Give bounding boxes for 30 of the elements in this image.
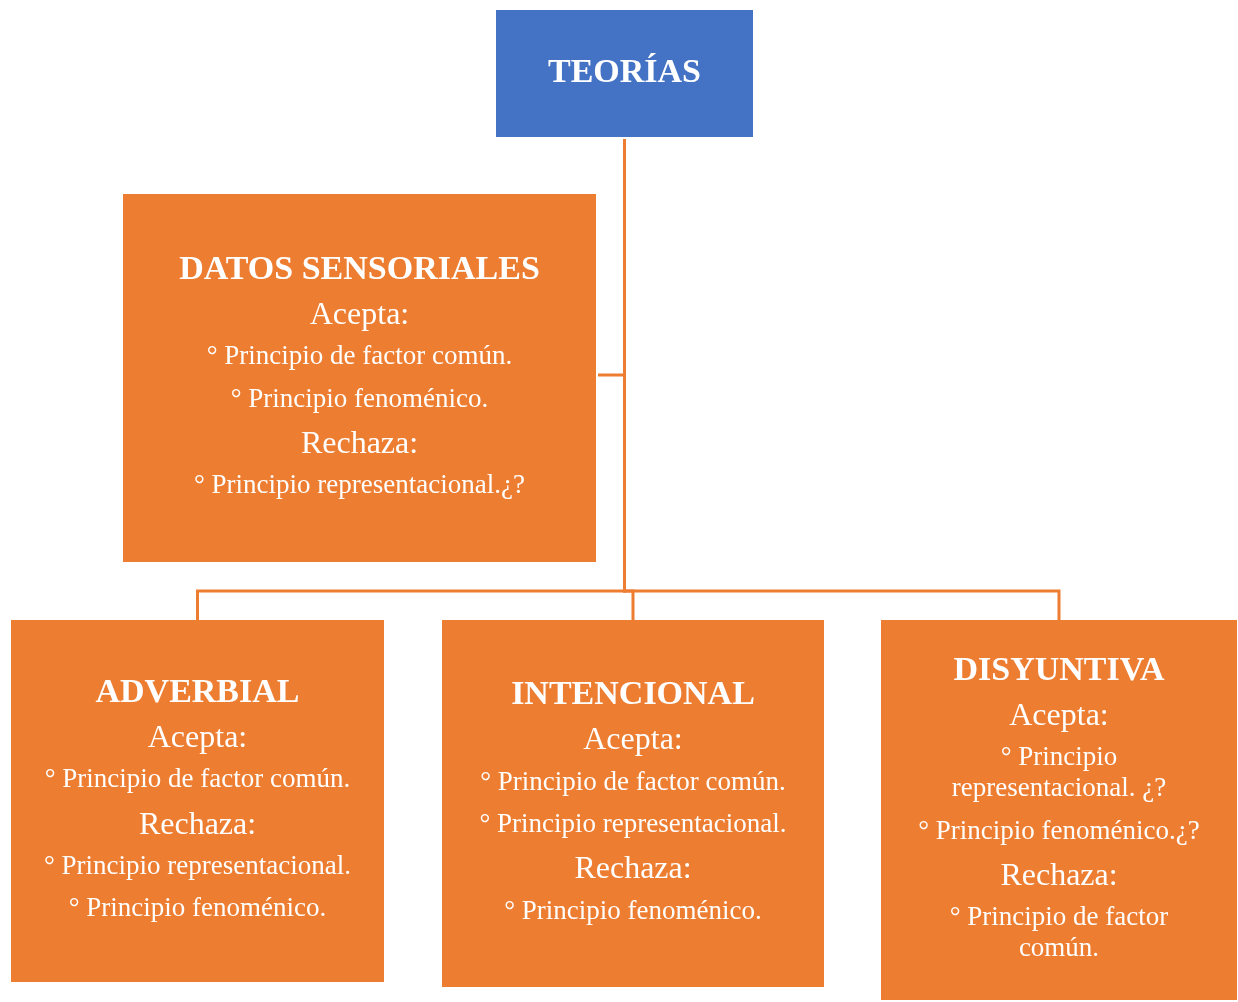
list-item: ° Principio representacional. [44,850,351,882]
box-title: TEORÍAS [547,50,702,91]
list-item: ° Principio representacional. ¿? [950,741,1168,804]
box-title: DISYUNTIVA [953,648,1165,688]
process-box [881,620,1237,1000]
section-heading: Acepta: [583,720,683,757]
list-item: ° Principio representacional.¿? [194,469,525,501]
list-item: ° Principio fenoménico.¿? [918,814,1200,846]
root-box [496,10,753,137]
list-item: ° Principio fenoménico. [68,892,327,924]
box-title: INTENCIONAL [511,673,755,713]
section-heading: Acepta: [147,717,248,755]
box-title: ADVERBIAL [95,670,300,710]
list-item: ° Principio de factor común. [948,901,1170,964]
section-heading: Rechaza: [300,423,419,461]
list-item: ° Principio de factor común. [480,765,786,797]
section-heading: Acepta: [1009,695,1109,733]
box-title: DATOS SENSORIALES [179,247,540,287]
list-item: ° Principio representacional. [479,808,787,840]
list-item: ° Principio de factor común. [44,763,351,795]
section-heading: Rechaza: [1000,855,1118,893]
process-box [442,620,824,987]
section-heading: Acepta: [309,294,410,332]
process-box [123,194,596,562]
list-item: ° Principio fenoménico. [504,894,762,926]
section-heading: Rechaza: [138,804,257,842]
list-item: ° Principio fenoménico. [230,382,489,414]
process-box [11,620,384,982]
list-item: ° Principio de factor común. [206,340,513,372]
section-heading: Rechaza: [574,849,692,886]
